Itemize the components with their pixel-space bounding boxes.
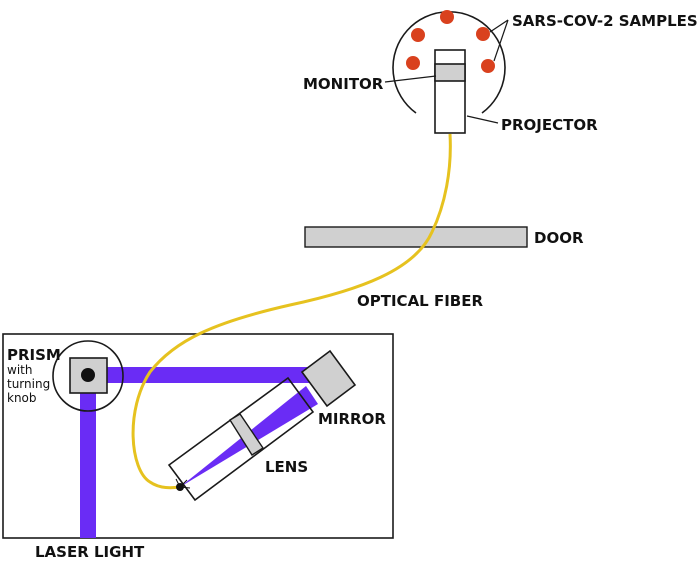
samples-leader xyxy=(489,19,509,33)
samples-leader xyxy=(493,19,509,62)
prism-label: PRISM xyxy=(7,346,61,364)
sample-dot xyxy=(481,59,495,73)
laser-light-label: LASER LIGHT xyxy=(35,543,145,561)
lens-label: LENS xyxy=(265,458,308,476)
prism-knob-dot xyxy=(81,368,95,382)
mirror xyxy=(300,349,357,408)
projector xyxy=(434,49,466,134)
monitor-label: MONITOR xyxy=(303,75,384,93)
monitor xyxy=(434,63,466,82)
lens xyxy=(229,413,264,456)
samples-label: SARS-COV-2 SAMPLES xyxy=(512,12,698,30)
prism-note-line: knob xyxy=(7,391,37,405)
door-label: DOOR xyxy=(534,229,584,247)
laser-beam-horizontal xyxy=(105,367,322,383)
optical-fiber xyxy=(131,133,452,490)
laser-beam-vertical xyxy=(80,390,96,538)
prism-note-line: turning xyxy=(7,377,50,391)
sample-dot xyxy=(440,10,454,24)
monitor-leader xyxy=(384,75,437,83)
mirror-label: MIRROR xyxy=(318,410,386,428)
projector-leader xyxy=(466,115,499,124)
sample-dot xyxy=(411,28,425,42)
door xyxy=(304,226,528,248)
lens-tube xyxy=(167,376,315,502)
prism-note-line: with xyxy=(7,363,32,377)
projector-label: PROJECTOR xyxy=(501,116,598,134)
optical-fiber-label: OPTICAL FIBER xyxy=(357,292,483,310)
sample-dot xyxy=(476,27,490,41)
prism-turning-knob xyxy=(52,340,124,412)
focus-rays xyxy=(175,478,191,489)
sample-dot xyxy=(406,56,420,70)
